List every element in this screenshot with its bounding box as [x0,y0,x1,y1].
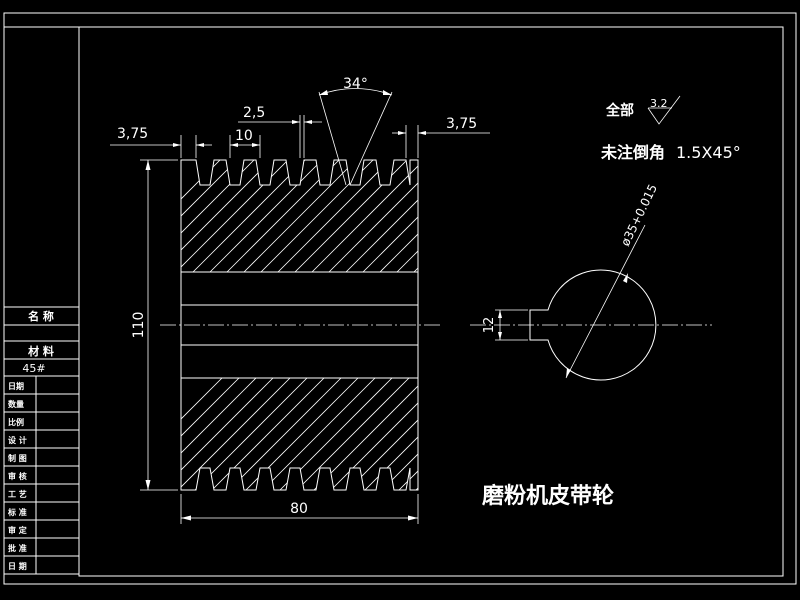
hatch-line [181,378,282,490]
hatch-line [491,150,621,280]
dimensions-section: 110 80 3,75 10 2,5 [110,76,490,524]
pulley-top-profile [180,159,419,272]
title-row-approve: 批 准 [8,543,27,553]
hatch-line [576,370,706,500]
hatch-line [405,378,418,490]
dim-right-edge: 3,75 [446,116,477,132]
hatch-line [508,370,638,500]
roughness-symbol [647,95,681,125]
hatch-line [388,160,418,272]
hatch-line [491,370,621,500]
hatch-bottom [181,370,706,500]
hatch-line [371,378,418,490]
drawing-frame [3,12,797,585]
dim-width: 80 [290,501,308,517]
hatch-line [337,160,418,272]
hatch-line [218,160,350,272]
title-row-date-2: 日 期 [8,561,27,571]
hatch-line [542,150,672,280]
hatch-line [235,378,367,490]
hatch-line [303,378,418,490]
hatch-line [542,370,672,500]
hatch-line [423,370,553,500]
hatch-line [457,370,587,500]
hatch-line [181,160,299,272]
hatch-line [354,378,418,490]
hatch-line [423,150,553,280]
name-label: 名 称 [28,309,54,323]
material-label: 材 料 [28,344,54,358]
pulley-bottom-profile [180,378,419,491]
title-row-approve-final: 审 定 [8,525,27,535]
hatch-line [181,378,299,490]
hatch-line [303,160,418,272]
hatch-line [405,160,418,272]
drawing-title: 磨粉机皮带轮 [482,483,614,509]
title-row-standard: 标 准 [7,507,27,517]
chamfer-value: 1.5X45° [676,143,741,162]
hatch-line [559,370,689,500]
hatch-line [371,160,418,272]
title-row-scale: 比例 [8,417,24,427]
hatch-line [184,378,316,490]
hatch-line [181,378,265,490]
dim-groove-top: 2,5 [243,105,265,121]
dim-pitch: 10 [235,128,253,144]
hatch-line [320,160,418,272]
hatch-line [269,378,401,490]
hatch-line [559,150,689,280]
hatch-line [235,160,367,272]
hatch-line [320,378,418,490]
title-row-drawing: 制 图 [8,453,27,463]
hatch-line [201,160,333,272]
title-block: 名 称 材 料 45# 日期 数量 比例 设 计 制 图 审 核 工 艺 标 准… [4,306,79,575]
hatch-line [508,150,638,280]
roughness-value: 3.2 [650,97,668,110]
dim-keyway: 12 [482,317,497,334]
dim-height: 110 [131,312,147,339]
hatch-line [269,160,401,272]
surface-finish-label: 全部 [605,102,634,119]
notes: 全部 3.2 未注倒角 1.5X45° [600,95,741,162]
title-row-date: 日期 [8,381,24,391]
hatch-line [474,150,604,280]
hatch-line [440,370,570,500]
hatch-line [337,378,418,490]
bore-outline [529,269,657,381]
title-row-quantity: 数量 [8,399,24,409]
title-row-design: 设 计 [8,435,27,445]
dim-left-edge: 3,75 [117,126,148,142]
hatch-line [181,160,265,272]
hatch-top [181,150,689,280]
chamfer-label: 未注倒角 [600,143,665,162]
hatch-line [181,378,248,490]
hatch-line [388,378,418,490]
title-row-process: 工 艺 [8,489,27,499]
hatch-line [181,160,231,272]
hub-end-view: 12 ø35+0.015 [470,182,712,381]
material-value: 45# [22,362,45,375]
title-row-check: 审 核 [8,471,27,481]
hatch-line [218,378,350,490]
hatch-line [286,378,418,490]
hatch-line [181,378,231,490]
hatch-line [201,378,333,490]
hatch-line [440,150,570,280]
hatch-line [252,378,384,490]
hatch-line [181,160,248,272]
hatch-line [525,370,655,500]
hatch-line [181,160,282,272]
dim-bore: ø35+0.015 [618,182,660,248]
hatch-line [354,160,418,272]
dim-groove-angle: 34° [343,76,368,92]
hatch-line [474,370,604,500]
hatch-line [184,160,316,272]
hatch-line [457,150,587,280]
hatch-line [286,160,418,272]
